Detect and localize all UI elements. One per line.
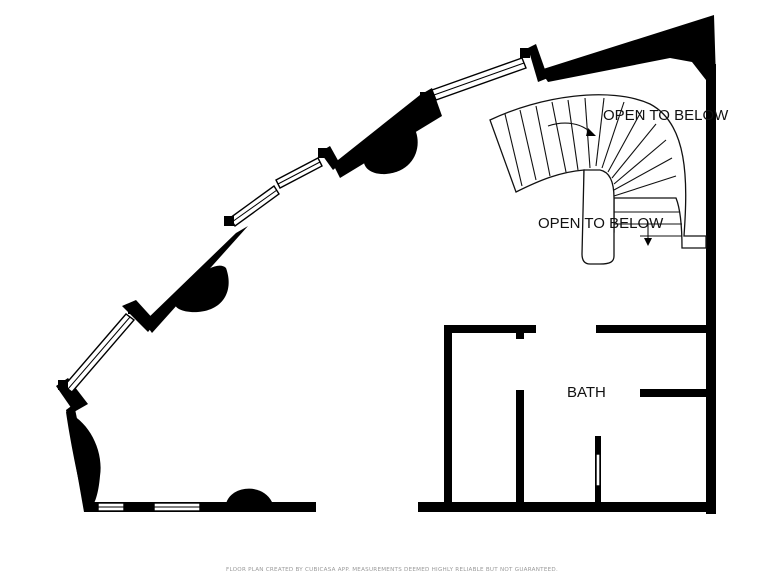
bath-wall-top: [444, 325, 536, 333]
shower-glass: [595, 453, 601, 487]
bottom-exterior-wall: [418, 502, 716, 512]
arrow-head: [644, 238, 652, 246]
bath-partition: [640, 389, 710, 397]
footer-disclaimer: FLOOR PLAN CREATED BY CUBICASA APP. MEAS…: [226, 567, 558, 573]
arrow-head: [586, 128, 596, 136]
curved-staircase: [489, 94, 707, 265]
bath-wall-top: [596, 325, 710, 333]
column-blob: [175, 265, 229, 313]
label-open-to-below: OPEN TO BELOW: [538, 215, 664, 232]
window: [153, 502, 201, 512]
exterior-diagonal-wall: [56, 15, 716, 514]
right-exterior-wall: [706, 64, 716, 514]
window: [275, 157, 323, 189]
window-jamb: [318, 148, 328, 158]
window-jamb: [420, 92, 430, 102]
label-open-to-below: OPEN TO BELOW: [603, 107, 729, 124]
bath-walls: [444, 325, 710, 505]
column-blob: [363, 127, 418, 175]
stair-inner-rail: [581, 169, 615, 265]
window: [431, 57, 527, 101]
left-angled-wall: [66, 404, 96, 512]
label-bath: BATH: [567, 384, 606, 401]
wall-segment: [528, 44, 548, 82]
window-jamb: [128, 304, 138, 314]
windows: [58, 48, 530, 512]
window-jamb: [224, 216, 234, 226]
window: [97, 502, 125, 512]
bath-wall-left: [444, 325, 452, 505]
bath-wall-mid: [516, 333, 524, 339]
window: [229, 184, 280, 228]
window: [62, 313, 136, 393]
window-jamb: [58, 380, 68, 390]
corner-wedge-top-right: [540, 15, 716, 82]
bath-wall-mid: [516, 390, 524, 504]
window-jamb: [520, 48, 530, 58]
